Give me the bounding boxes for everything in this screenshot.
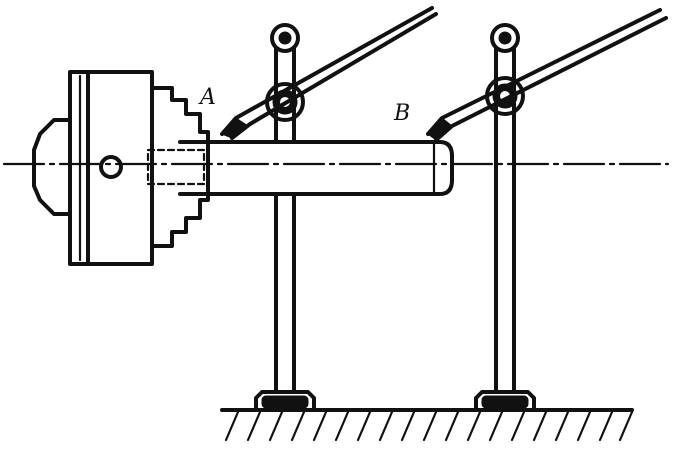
- left-stand: [254, 23, 316, 412]
- chuck: [32, 70, 210, 266]
- ground-base: [220, 408, 634, 442]
- right-indicator-arm: [426, 8, 668, 142]
- left-indicator-arm: [220, 6, 438, 140]
- shaft: [178, 140, 454, 196]
- label-point-b: B: [393, 101, 410, 126]
- label-point-a: A: [198, 85, 216, 110]
- right-stand: [474, 23, 536, 412]
